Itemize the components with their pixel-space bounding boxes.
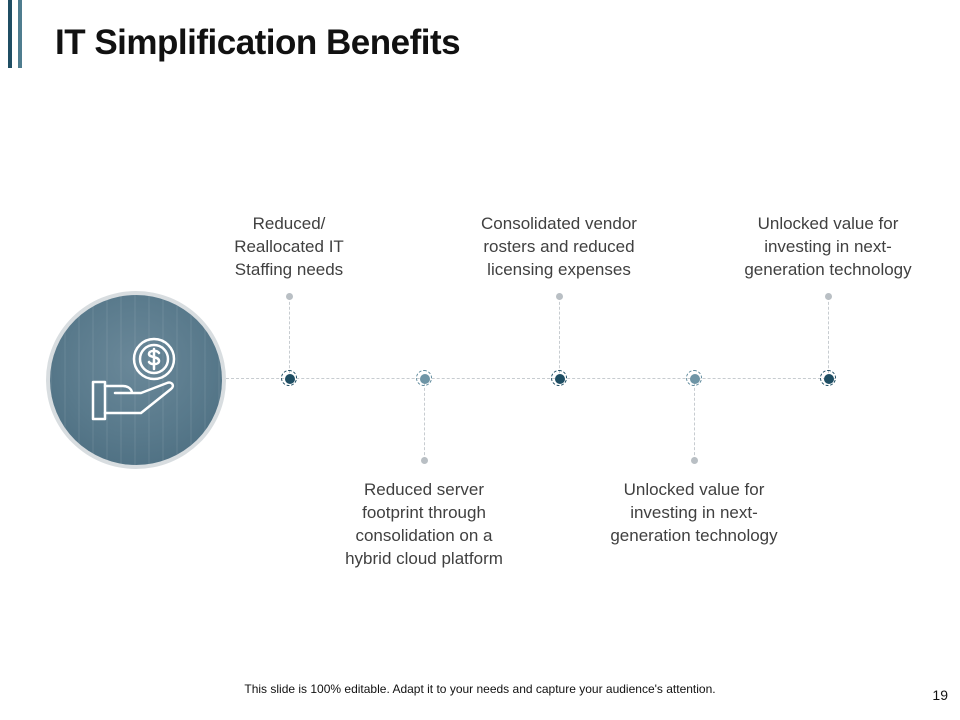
connector-line bbox=[289, 297, 290, 378]
label-line: generation technology bbox=[744, 260, 912, 279]
label-line: investing in next- bbox=[630, 503, 758, 522]
label-line: hybrid cloud platform bbox=[345, 549, 503, 568]
timeline-node bbox=[281, 370, 297, 386]
label-line: Reduced server bbox=[363, 480, 484, 499]
connector-line bbox=[828, 297, 829, 378]
connector-end-dot bbox=[556, 293, 563, 300]
connector-end-dot bbox=[286, 293, 293, 300]
label-line: licensing expenses bbox=[487, 260, 631, 279]
label-line: consolidation on a bbox=[355, 526, 493, 545]
slide-title: IT Simplification Benefits bbox=[55, 23, 461, 62]
label-line: Unlocked value for bbox=[623, 480, 765, 499]
icon-circle bbox=[46, 291, 226, 469]
timeline-label-5: Unlocked value for investing in next- ge… bbox=[713, 212, 943, 281]
money-hand-icon bbox=[91, 337, 176, 421]
label-line: Staffing needs bbox=[234, 260, 344, 279]
connector-end-dot bbox=[421, 457, 428, 464]
label-line: rosters and reduced bbox=[483, 237, 635, 256]
connector-line bbox=[694, 378, 695, 460]
timeline-node bbox=[416, 370, 432, 386]
label-line: Reallocated IT bbox=[234, 237, 344, 256]
label-line: Consolidated vendor bbox=[481, 214, 637, 233]
label-line: investing in next- bbox=[764, 237, 892, 256]
timeline-node bbox=[820, 370, 836, 386]
footer-note: This slide is 100% editable. Adapt it to… bbox=[244, 682, 716, 696]
timeline-axis bbox=[226, 378, 836, 379]
page-number: 19 bbox=[932, 687, 948, 703]
accent-bar-light bbox=[18, 0, 22, 68]
label-line: generation technology bbox=[610, 526, 778, 545]
connector-line bbox=[424, 378, 425, 460]
label-line: Unlocked value for bbox=[757, 214, 899, 233]
connector-end-dot bbox=[691, 457, 698, 464]
label-line: Reduced/ bbox=[252, 214, 326, 233]
connector-end-dot bbox=[825, 293, 832, 300]
timeline-label-4: Unlocked value for investing in next- ge… bbox=[579, 478, 809, 547]
timeline-label-1: Reduced/ Reallocated IT Staffing needs bbox=[194, 212, 384, 281]
accent-bar-dark bbox=[8, 0, 12, 68]
timeline-label-2: Reduced server footprint through consoli… bbox=[314, 478, 534, 570]
timeline-node bbox=[551, 370, 567, 386]
label-line: footprint through bbox=[362, 503, 486, 522]
timeline-node bbox=[686, 370, 702, 386]
connector-line bbox=[559, 297, 560, 378]
timeline-label-3: Consolidated vendor rosters and reduced … bbox=[449, 212, 669, 281]
